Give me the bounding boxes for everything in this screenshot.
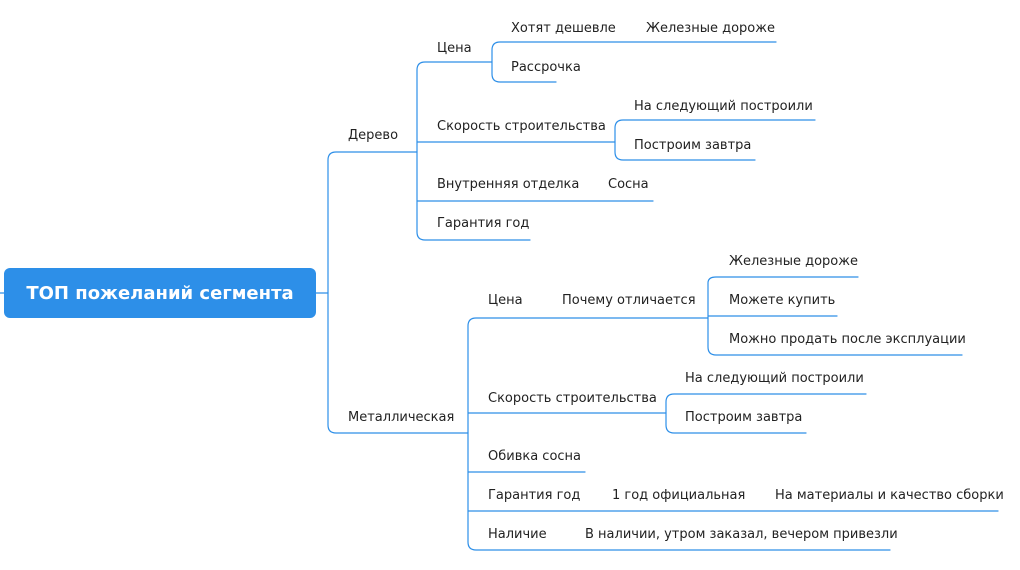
topic-wood-price-cheaper[interactable]: Хотят дешевле [511,21,616,36]
fork-wood-speed [614,119,816,161]
topic-metal-availability-detail[interactable]: В наличии, утром заказал, вечером привез… [585,527,898,542]
fork-metal-price [707,276,963,356]
topic-metal-speed[interactable]: Скорость строительства [488,391,657,406]
topic-wood[interactable]: Дерево [348,128,399,143]
topic-metal-price-resell[interactable]: Можно продать после эксплуации [729,332,966,347]
fork-wood-price [491,41,777,83]
topic-metal-cladding[interactable]: Обивка сосна [488,449,582,464]
topic-metal-warranty[interactable]: Гарантия год [488,488,581,503]
topic-wood-warranty[interactable]: Гарантия год [437,216,530,231]
topic-wood-price-cheaper-note[interactable]: Железные дороже [646,21,775,36]
topic-metal-price[interactable]: Цена [488,293,523,308]
fork-metal-speed [665,393,867,434]
topic-metal-warranty-coverage[interactable]: На материалы и качество сборки [775,488,1004,503]
topic-metal-availability[interactable]: Наличие [488,527,547,542]
fork-wood [416,61,654,241]
topic-metal-speed-next-day[interactable]: На следующий построили [685,371,864,386]
topic-metal-price-can-buy[interactable]: Можете купить [729,293,836,308]
root-topic[interactable]: ТОП пожеланий сегмента [4,268,316,318]
topic-wood-speed-next-day[interactable]: На следующий построили [634,99,813,114]
topic-metal-speed-tomorrow[interactable]: Построим завтра [685,410,803,425]
topic-wood-interior-pine[interactable]: Сосна [608,177,649,192]
fork-root [327,151,469,434]
topic-wood-speed[interactable]: Скорость строительства [437,119,606,134]
fork-metal [467,317,999,551]
topic-metal-price-why[interactable]: Почему отличается [562,293,696,308]
topic-metal-warranty-official[interactable]: 1 год официальная [612,488,746,503]
topic-wood-speed-tomorrow[interactable]: Построим завтра [634,138,752,153]
topic-wood-interior[interactable]: Внутренняя отделка [437,177,580,192]
topic-wood-price[interactable]: Цена [437,41,472,56]
topic-wood-price-installment[interactable]: Рассрочка [511,60,581,75]
topic-metal[interactable]: Металлическая [348,410,455,425]
topic-metal-price-iron[interactable]: Железные дороже [729,254,858,269]
